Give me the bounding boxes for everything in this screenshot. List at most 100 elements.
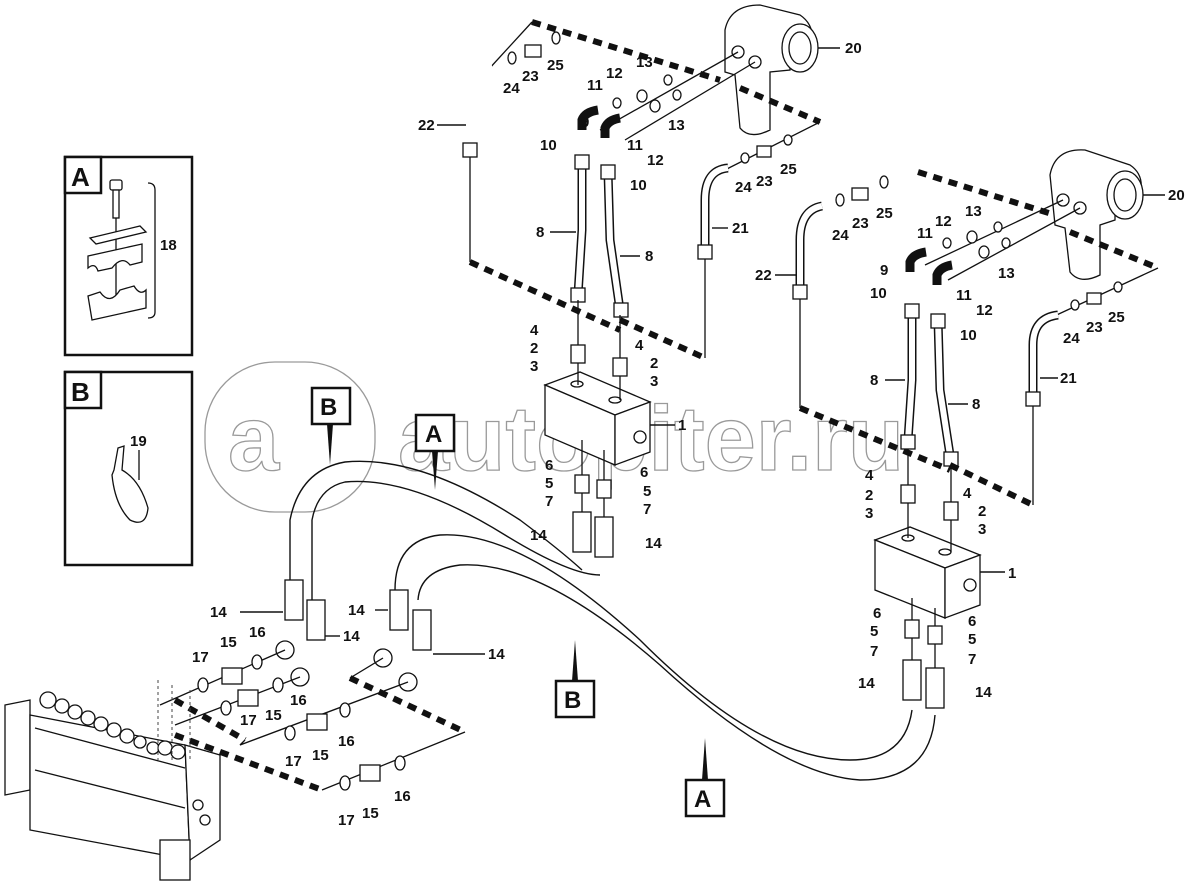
callout-b-top: B [310,386,352,465]
label-6-top-right: 6 [640,464,648,481]
label-12-top-upper: 12 [606,65,623,82]
label-11-top-lower: 11 [627,137,643,154]
label-15-lower-4: 15 [362,805,379,822]
valve-block-1-top [543,371,652,466]
label-10-right-left: 10 [870,285,887,302]
label-25-right: 25 [876,205,893,222]
callout-b-bottom: B [554,640,596,719]
label-16-lower-3: 16 [338,733,355,750]
control-valve-bank [4,680,221,881]
inset-a-letter: A [71,162,90,192]
label-23-right2: 23 [1086,319,1103,336]
label-4-top-left: 4 [530,322,539,339]
label-14-lower-2: 14 [343,628,360,645]
label-4-right-left: 4 [865,467,874,484]
label-21-right: 21 [1060,370,1077,387]
label-24-top2: 24 [735,179,752,196]
label-8-right-right: 8 [972,396,980,413]
label-6-right-left: 6 [873,605,881,622]
clamp-icon [87,179,148,321]
label-2-right-right: 2 [978,503,986,520]
label-3-top-right: 3 [650,373,658,390]
label-12-top-lower: 12 [647,152,664,169]
label-17-lower-1: 17 [192,649,209,666]
label-6-right-right: 6 [968,613,976,630]
label-19: 19 [130,433,147,450]
label-6-top-left: 6 [545,457,553,474]
label-12-right-lower: 12 [976,302,993,319]
label-24-right: 24 [832,227,849,244]
label-4-top-right: 4 [635,337,644,354]
label-25-right2: 25 [1108,309,1125,326]
watermark-logo-outline [204,361,376,513]
right-assembly: 20 22 24 23 25 9 10 10 11 11 12 12 13 13 [755,149,1185,709]
upper-left-assembly: 20 22 24 23 25 9 10 10 11 11 [418,4,862,558]
label-17-lower-3: 17 [285,753,302,770]
label-16-lower-4: 16 [394,788,411,805]
callout-b-bottom-letter: B [564,687,581,714]
label-14-right-right: 14 [975,684,992,701]
label-11-right-upper: 11 [917,225,933,242]
label-12-right-upper: 12 [935,213,952,230]
callout-a-bottom: A [684,738,726,818]
label-15-lower-1: 15 [220,634,237,651]
label-23-right: 23 [852,215,869,232]
inset-a: A 18 [63,155,194,357]
callout-a-top-letter: A [425,421,442,448]
label-11-right-lower: 11 [956,287,972,304]
inset-b-letter-box [63,370,103,410]
label-20-right: 20 [1168,187,1185,204]
label-5-right-right: 5 [968,631,976,648]
label-7-top-left: 7 [545,493,553,510]
label-10-right-right: 10 [960,327,977,344]
label-16-lower-2: 16 [290,692,307,709]
label-13-right-upper: 13 [965,203,982,220]
lower-left-assembly: 14 14 14 14 17 15 16 17 15 16 17 15 [159,579,505,829]
label-9-top: 9 [581,114,589,131]
label-23-top: 23 [522,68,539,85]
label-25-top: 25 [547,57,564,74]
label-17-lower-2: 17 [240,712,257,729]
label-10-top-left: 10 [540,137,557,154]
label-1-right: 1 [1008,565,1016,582]
label-3-top-left: 3 [530,358,538,375]
label-10-top-right: 10 [630,177,647,194]
label-14-lower-4: 14 [488,646,505,663]
tee-fitting-20-right [1049,149,1144,280]
label-7-right-left: 7 [870,643,878,660]
watermark-text: autopiter.ru [398,388,904,490]
label-7-right-right: 7 [968,651,976,668]
label-2-top-right: 2 [650,355,658,372]
label-23-top2: 23 [756,173,773,190]
bracket-18 [147,182,156,319]
inset-b: B 19 [63,370,194,567]
label-13-right-lower: 13 [998,265,1015,282]
label-18: 18 [160,237,177,254]
label-17-lower-4: 17 [338,812,355,829]
label-14-lower-1: 14 [210,604,227,621]
label-7-top-right: 7 [643,501,651,518]
label-13-top-lower: 13 [668,117,685,134]
label-24-top: 24 [503,80,520,97]
label-15-lower-3: 15 [312,747,329,764]
label-24-right2: 24 [1063,330,1080,347]
tee-fitting-20-top [724,4,819,136]
label-2-top-left: 2 [530,340,538,357]
label-4-right-right: 4 [963,485,972,502]
label-11-top-upper: 11 [587,77,603,94]
label-22-right: 22 [755,267,772,284]
cable-tie-icon [111,445,149,523]
label-5-right-left: 5 [870,623,878,640]
label-8-right-left: 8 [870,372,878,389]
label-21-top: 21 [732,220,749,237]
callout-a-top: A [414,413,456,490]
label-14-top-right: 14 [645,535,662,552]
label-8-top-left: 8 [536,224,544,241]
label-3-right-left: 3 [865,505,873,522]
label-2-right-left: 2 [865,487,873,504]
label-5-top-right: 5 [643,483,651,500]
label-14-lower-3: 14 [348,602,365,619]
label-9-right: 9 [880,262,888,279]
label-20-top: 20 [845,40,862,57]
